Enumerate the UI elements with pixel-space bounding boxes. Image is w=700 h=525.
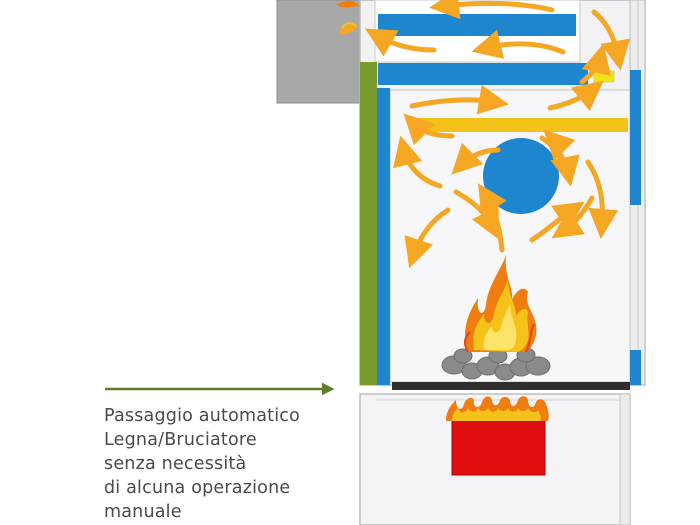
upper-blue-baffle-2 xyxy=(378,63,588,85)
log-stones xyxy=(441,347,551,381)
green-side-panel xyxy=(360,62,377,385)
upper-blue-baffle-1 xyxy=(378,14,576,36)
caption-line-5: manuale xyxy=(104,502,182,522)
burner-flames xyxy=(446,396,549,421)
left-blue-wall xyxy=(377,88,390,385)
caption-text: Passaggio automatico Legna/Bruciatore se… xyxy=(104,404,354,524)
right-blue-wall-lower xyxy=(630,350,641,385)
burner-right-panel xyxy=(619,393,631,525)
small-yellow-plate xyxy=(593,70,615,83)
burner-block xyxy=(451,420,546,476)
wood-fire-flame xyxy=(463,255,537,353)
grate-bar xyxy=(392,382,630,390)
flue-box xyxy=(276,0,362,104)
caption-line-1: Passaggio automatico xyxy=(104,406,301,426)
caption-line-3: senza necessità xyxy=(104,454,247,474)
caption-line-4: di alcuna operazione xyxy=(104,478,291,498)
caption-line-2: Legna/Bruciatore xyxy=(104,430,257,450)
flue-flames xyxy=(336,0,360,35)
yellow-baffle-plate xyxy=(410,118,628,132)
right-blue-wall-upper xyxy=(630,70,641,205)
airflow-arrows xyxy=(364,0,631,269)
